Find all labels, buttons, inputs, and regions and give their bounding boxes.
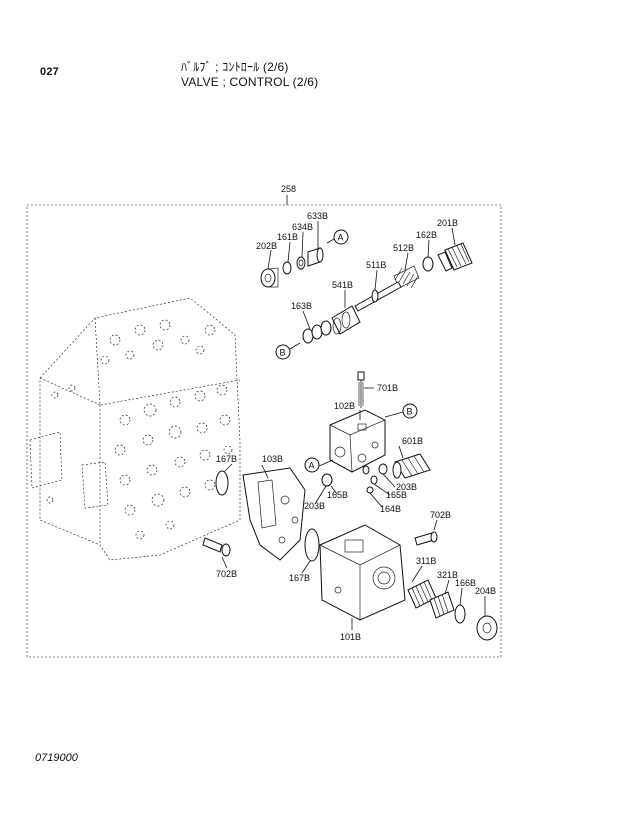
part-167B-oring-center — [304, 528, 320, 562]
label-163B: 163B — [291, 301, 312, 311]
label-202B: 202B — [256, 241, 277, 251]
part-541B-spool — [331, 305, 361, 335]
svg-text:A: A — [338, 233, 344, 243]
part-634B-ring — [296, 256, 306, 270]
part-103B-flange — [242, 467, 306, 561]
part-203B-plug-right — [378, 463, 388, 475]
svg-text:A: A — [309, 461, 315, 471]
drawing-code: 0719000 — [35, 752, 78, 764]
label-203B-left: 203B — [304, 501, 325, 511]
label-165B-left: 165B — [327, 490, 348, 500]
svg-text:B: B — [280, 348, 286, 358]
leader-lines — [221, 221, 486, 630]
part-633B-sleeve — [307, 247, 324, 267]
callout-B-right: B — [384, 403, 418, 419]
part-204B-plug — [476, 615, 498, 641]
part-202B-plug — [260, 267, 279, 288]
label-512B: 512B — [393, 243, 414, 253]
label-201B: 201B — [437, 218, 458, 228]
label-701B: 701B — [377, 383, 398, 393]
label-166B: 166B — [455, 578, 476, 588]
label-633B: 633B — [307, 211, 328, 221]
label-101B: 101B — [340, 632, 361, 642]
label-162B: 162B — [416, 230, 437, 240]
title-japanese: ﾊﾞﾙﾌﾞ ; ｺﾝﾄﾛｰﾙ (2/6) — [181, 60, 289, 74]
part-102B-housing — [329, 409, 386, 473]
part-311B-spring — [407, 579, 437, 609]
label-103B: 103B — [262, 454, 283, 464]
label-634B: 634B — [292, 222, 313, 232]
assembly-boundary: 258 — [26, 184, 502, 658]
part-162B-oring — [422, 256, 434, 272]
callout-A-top: A — [326, 229, 349, 245]
assembly-label: 258 — [281, 184, 296, 194]
label-203B-right: 203B — [396, 482, 417, 492]
label-321B: 321B — [437, 570, 458, 580]
part-203B-plug-left — [321, 473, 333, 487]
label-311B: 311B — [416, 556, 436, 566]
part-201B-spring-cap — [437, 242, 473, 272]
part-165B-ring-a — [362, 465, 370, 475]
part-165B-ring-b — [370, 475, 378, 485]
page-number: 027 — [40, 66, 59, 78]
part-701B-bolt — [357, 371, 365, 408]
callout-A-mid: A — [304, 457, 334, 473]
label-204B: 204B — [475, 586, 496, 596]
part-163B-orings — [302, 320, 332, 344]
part-511B-spool — [354, 281, 402, 312]
part-164B-ring — [366, 486, 374, 494]
label-167B-left: 167B — [216, 454, 237, 464]
label-164B: 164B — [380, 504, 401, 514]
label-102B: 102B — [334, 401, 355, 411]
part-101B-body — [319, 524, 406, 621]
label-161B: 161B — [277, 232, 298, 242]
callout-B-left: B — [275, 342, 301, 360]
part-161B-oring — [282, 261, 292, 275]
part-702B-bolt-right — [414, 531, 438, 546]
label-511B: 511B — [366, 260, 386, 270]
label-165B-right: 165B — [386, 490, 407, 500]
label-702B-left: 702B — [216, 569, 237, 579]
part-167B-oring-left — [215, 470, 229, 496]
part-321B-spring — [429, 591, 455, 619]
svg-text:B: B — [407, 407, 413, 417]
label-702B-right: 702B — [430, 510, 451, 520]
part-166B-oring — [454, 604, 466, 624]
label-541B: 541B — [332, 280, 353, 290]
label-167B-center: 167B — [289, 573, 310, 583]
part-702B-bolt-left — [202, 537, 231, 557]
main-valve-block — [29, 297, 241, 561]
part-601B-valve — [392, 453, 431, 479]
title-english: VALVE ; CONTROL (2/6) — [181, 75, 319, 89]
label-601B: 601B — [402, 436, 423, 446]
